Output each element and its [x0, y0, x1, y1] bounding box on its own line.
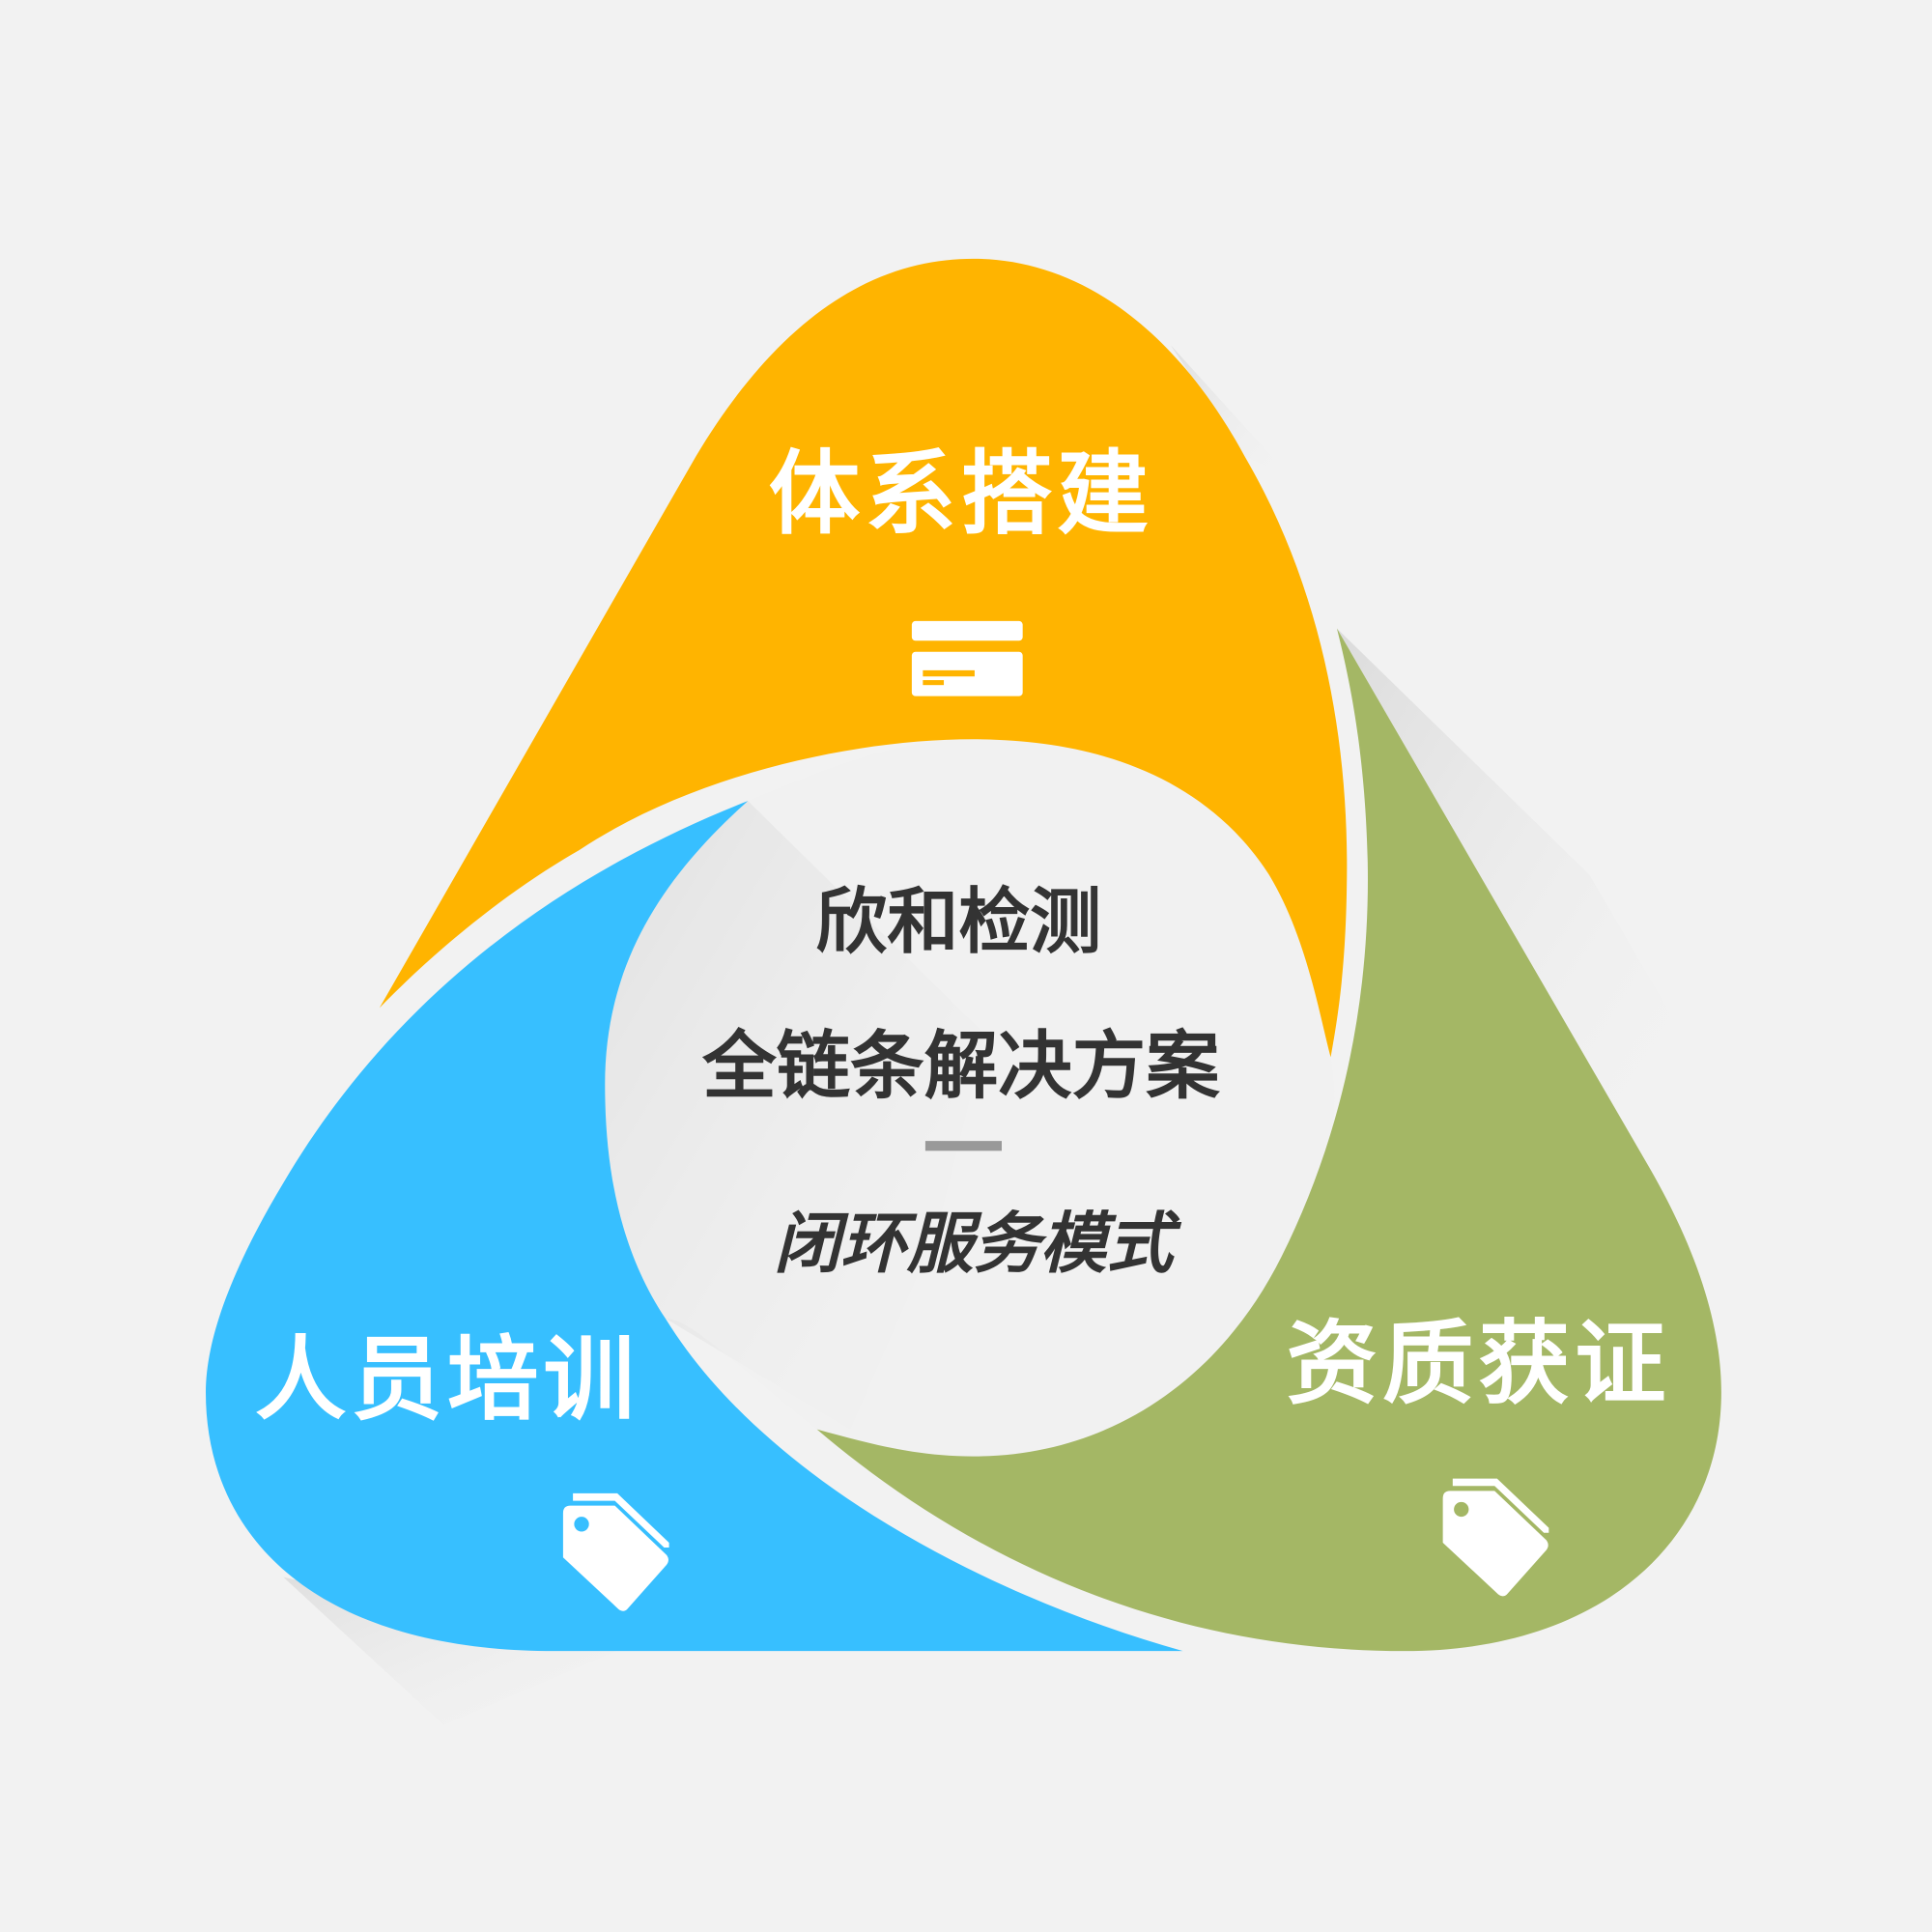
tag-icon	[1442, 1478, 1549, 1597]
tag-icon	[562, 1492, 669, 1611]
center-title: 欣和检测	[815, 881, 1101, 964]
card-icon	[911, 620, 1023, 696]
segment-system-building[interactable]	[379, 258, 1348, 1058]
segment-staff-training[interactable]	[206, 801, 1183, 1652]
center-subtitle: 全链条解决方案	[701, 1024, 1220, 1110]
center-circle	[605, 739, 1335, 1457]
segment-title-system-building: 体系搭建	[769, 440, 1153, 547]
shadow	[1170, 345, 1294, 481]
center-tagline: 闭环服务模式	[774, 1206, 1181, 1283]
shadow	[1336, 628, 1676, 1171]
divider	[924, 1141, 1002, 1151]
segment-title-certification: 资质获证	[1287, 1311, 1671, 1417]
segment-certification[interactable]	[816, 628, 1721, 1652]
segment-title-staff-training: 人员培训	[255, 1326, 639, 1433]
